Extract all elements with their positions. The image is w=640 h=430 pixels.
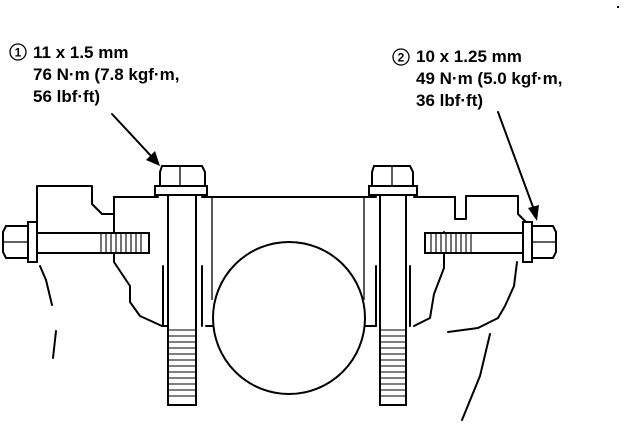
leader-arrow-2 bbox=[497, 111, 539, 221]
bolt-1-vertical bbox=[154, 165, 208, 406]
bolt-1-thread bbox=[169, 329, 195, 397]
bolt-right-horizontal bbox=[424, 221, 557, 263]
bolt-2-vertical bbox=[368, 165, 418, 406]
corner-mark bbox=[617, 6, 619, 8]
callout-1-number-circle bbox=[9, 43, 27, 61]
center-bushing bbox=[212, 241, 366, 395]
leader-arrow-1 bbox=[111, 113, 160, 166]
callout-1-torque: 76 N·m (7.8 kgf·m, bbox=[33, 65, 179, 84]
callout-2-torque: 49 N·m (5.0 kgf·m, bbox=[416, 69, 562, 88]
callout-1-torque-imperial: 56 lbf·ft) bbox=[33, 87, 100, 106]
bolt-left-horizontal-thread bbox=[100, 234, 142, 252]
callout-2-number-circle bbox=[392, 48, 410, 66]
bolt-2-thread bbox=[381, 329, 405, 397]
callout-2: 2 10 x 1.25 mm 49 N·m (5.0 kgf·m, 36 lbf… bbox=[392, 47, 562, 110]
callout-1-number: 1 bbox=[15, 46, 22, 60]
callout-2-torque-imperial: 36 lbf·ft) bbox=[416, 91, 483, 110]
callout-2-size: 10 x 1.25 mm bbox=[416, 47, 522, 66]
callout-1: 1 11 x 1.5 mm 76 N·m (7.8 kgf·m, 56 lbf·… bbox=[9, 43, 179, 106]
bolt-right-horizontal-thread bbox=[430, 234, 472, 252]
callout-2-number: 2 bbox=[398, 51, 405, 65]
bolt-left-horizontal bbox=[2, 221, 150, 263]
callout-1-size: 11 x 1.5 mm bbox=[33, 43, 128, 62]
